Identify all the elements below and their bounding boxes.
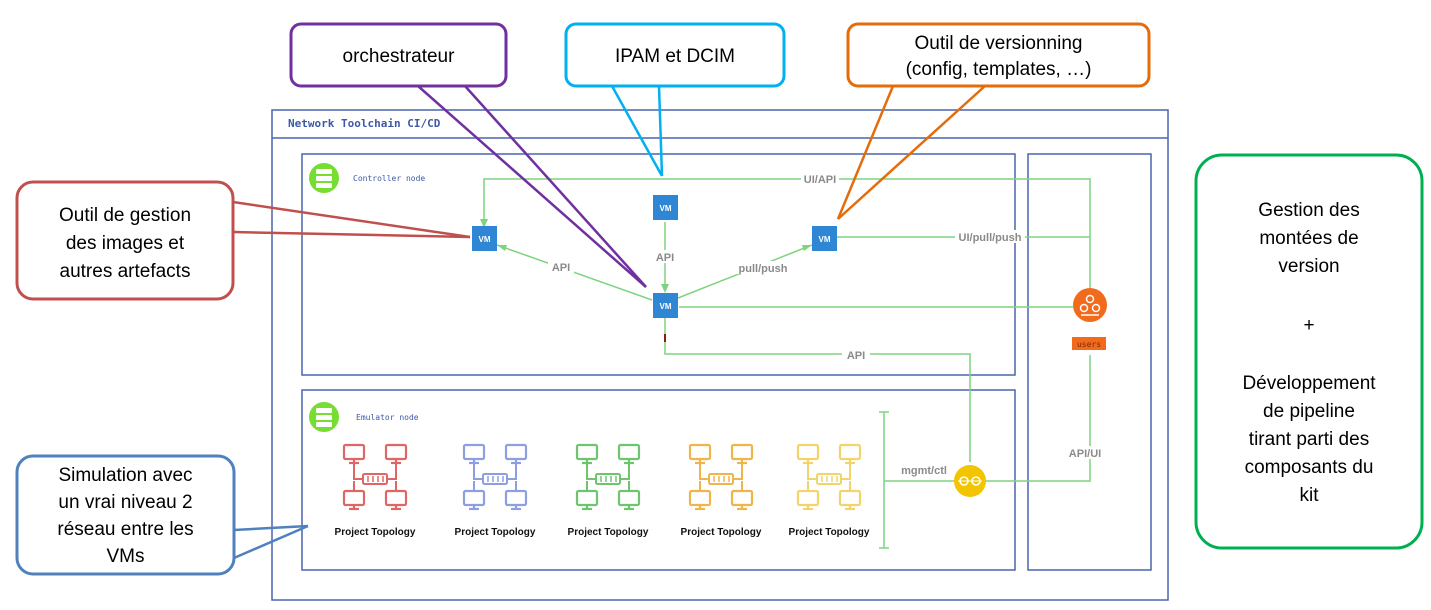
pointer-ipam	[610, 85, 664, 177]
label-api-left: API	[552, 262, 570, 274]
project-topology-3: Project Topology	[568, 443, 649, 538]
svg-text:(config, templates, …): (config, templates, …)	[906, 59, 1092, 80]
svg-text:autres artefacts: autres artefacts	[60, 261, 191, 282]
project-topology-4: Project Topology	[681, 443, 762, 538]
label-api-center: API	[656, 252, 674, 264]
callout-orchestrateur: orchestrateur	[289, 22, 508, 88]
project-topology-label: Project Topology	[335, 527, 416, 538]
svg-text:IPAM et DCIM: IPAM et DCIM	[615, 46, 735, 67]
svg-text:VM: VM	[660, 204, 672, 213]
svg-text:Développement: Développement	[1242, 373, 1376, 394]
project-topology-label: Project Topology	[568, 527, 649, 538]
pointer-images	[232, 200, 471, 239]
controller-node-box	[301, 153, 1016, 376]
project-topology-label: Project Topology	[681, 527, 762, 538]
pointer-versionning-2	[837, 85, 986, 220]
edge-labels: UI/API UI/pull/push API API pull/push AP…	[548, 172, 1111, 477]
controller-node-label: Controller node	[353, 174, 425, 183]
vm-ipam: VM	[653, 195, 678, 220]
label-ui-api: UI/API	[804, 174, 836, 186]
users-label: users	[1077, 340, 1101, 349]
label-api-ui: API/UI	[1069, 448, 1101, 460]
project-topology-label: Project Topology	[455, 527, 536, 538]
pointer-simulation	[233, 524, 309, 532]
pointer-images-2	[232, 230, 471, 239]
svg-text:des images et: des images et	[66, 233, 185, 254]
project-topology-1: Project Topology	[335, 443, 416, 538]
svg-text:Simulation avec: Simulation avec	[58, 465, 192, 486]
mgmt-ctl-icon	[954, 465, 986, 497]
project-topologies: Project Topology Project Topology Project …	[335, 443, 870, 538]
svg-text:Outil de versionning: Outil de versionning	[915, 33, 1083, 54]
arrow-to-vm-left	[480, 219, 488, 228]
label-ui-pull-push: UI/pull/push	[959, 232, 1022, 244]
callout-ipam: IPAM et DCIM	[564, 22, 786, 88]
pointer-ipam-2	[657, 85, 664, 177]
svg-text:VM: VM	[479, 235, 491, 244]
label-pull-push: pull/push	[739, 263, 788, 275]
svg-text:VM: VM	[819, 235, 831, 244]
vm-orchestrator: VM	[653, 293, 678, 318]
project-topology-2: Project Topology	[455, 443, 536, 538]
label-mgmt-ctl: mgmt/ctl	[901, 465, 947, 477]
arrow-api-left	[497, 245, 507, 251]
arrow-pull-push	[802, 245, 812, 251]
svg-text:VMs: VMs	[107, 546, 145, 567]
callout-versionning: Outil de versionning (config, templates,…	[846, 22, 1151, 88]
svg-text:VM: VM	[660, 302, 672, 311]
emulator-node-label: Emulator node	[356, 413, 419, 422]
svg-text:version: version	[1278, 256, 1339, 277]
toolchain-title: Network Toolchain CI/CD	[288, 117, 441, 130]
pointer-versionning	[836, 85, 895, 220]
pointer-orchestrateur	[417, 85, 647, 288]
users-badge	[1072, 337, 1106, 350]
svg-text:Outil de gestion: Outil de gestion	[59, 205, 191, 226]
users-icon	[1073, 288, 1107, 322]
vm-images: VM	[472, 226, 497, 251]
emulator-node-box	[301, 389, 1016, 571]
edge-api-ui	[985, 355, 1091, 482]
svg-text:un vrai niveau 2: un vrai niveau 2	[58, 492, 192, 513]
project-topology-label: Project Topology	[789, 527, 870, 538]
svg-text:orchestrateur: orchestrateur	[343, 46, 456, 67]
svg-text:+: +	[1303, 315, 1314, 336]
callout-pointers	[232, 85, 986, 560]
users-column-box	[1027, 153, 1152, 571]
svg-text:de pipeline: de pipeline	[1263, 401, 1355, 422]
toolchain-frame	[271, 109, 1169, 601]
svg-text:montées de: montées de	[1259, 228, 1358, 249]
callout-gestion: Gestion des montées de version + Dévelop…	[1194, 153, 1424, 550]
edge-api-left	[496, 244, 653, 301]
edge-ui-api	[483, 178, 1091, 290]
pointer-simulation-2	[233, 524, 309, 560]
arrow-to-orchestrator	[661, 284, 669, 293]
svg-text:composants du: composants du	[1245, 457, 1374, 478]
svg-text:Gestion des: Gestion des	[1258, 200, 1359, 221]
callout-simulation: Simulation avec un vrai niveau 2 réseau …	[15, 454, 236, 576]
svg-text:kit: kit	[1300, 485, 1320, 506]
emulator-node-icon	[309, 402, 339, 432]
label-api-bottom: API	[847, 350, 865, 362]
pointer-orchestrateur-2	[464, 85, 647, 288]
controller-node-icon	[309, 163, 339, 193]
project-topology-5: Project Topology	[789, 443, 870, 538]
vm-versionning: VM	[812, 226, 837, 251]
svg-text:réseau entre les: réseau entre les	[57, 519, 193, 540]
callout-images: Outil de gestion des images et autres ar…	[15, 180, 235, 301]
svg-text:tirant parti des: tirant parti des	[1249, 429, 1369, 450]
